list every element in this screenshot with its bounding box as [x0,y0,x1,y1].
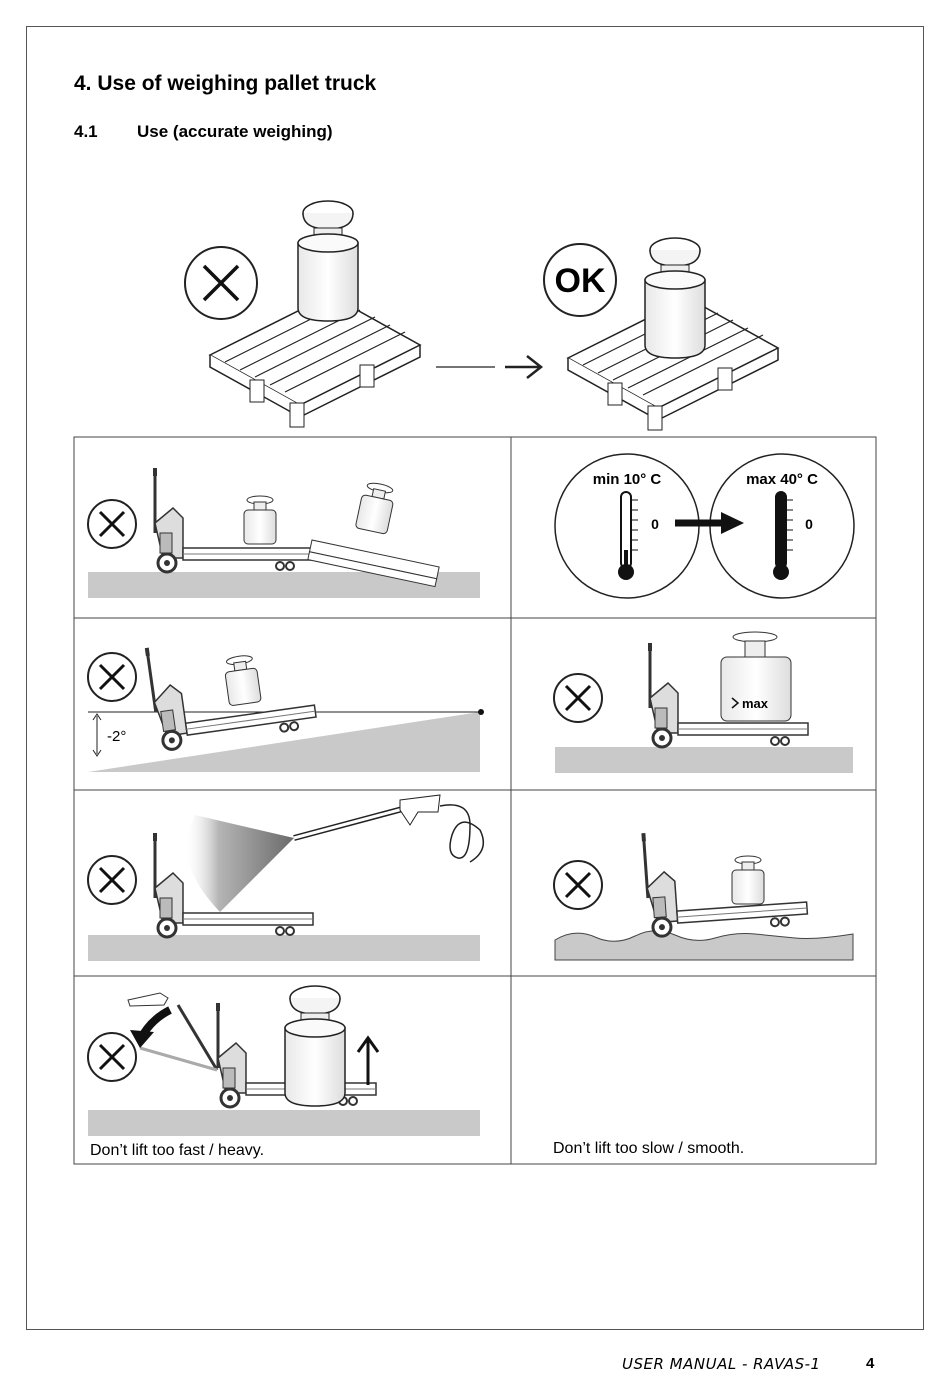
weight-offcenter-icon [297,200,359,322]
ok-label: OK [555,262,606,300]
panel-uneven-floor [552,820,854,961]
panel-temperature [554,453,855,599]
panel-overload [552,631,853,773]
weight-centered-icon [644,237,706,359]
temp-max-label: max 40° C [746,471,818,488]
section-number: 4.1 [74,122,98,141]
temp-min-zero-label: 0 [651,516,659,532]
overload-max-label: max [742,696,769,711]
ok-icon [543,243,617,317]
page-border [26,26,924,1330]
caption-lift-slow: Don’t lift too slow / smooth. [553,1140,745,1157]
section-title: Use (accurate weighing) [137,122,333,141]
page-title: 4. Use of weighing pallet truck [74,72,377,95]
top-nogo-icon [184,246,258,320]
arrow-right-icon [505,355,544,379]
panel-slope [86,624,484,772]
panel-tilted-pallet [86,466,480,598]
panel-grid [73,436,877,1165]
thermometer-cold-icon [618,491,638,580]
thermometer-hot-icon [773,491,793,580]
footer-manual-title: USER MANUAL - RAVAS-1 [622,1355,821,1373]
caption-lift-fast: Don’t lift too fast / heavy. [90,1142,265,1159]
panel-water-spray [86,794,485,961]
temp-min-label: min 10° C [593,471,662,488]
slope-angle-label: -2° [107,728,126,745]
panel-lift-fast [86,985,480,1136]
temp-max-zero-label: 0 [805,516,813,532]
page-number: 4 [866,1355,875,1372]
